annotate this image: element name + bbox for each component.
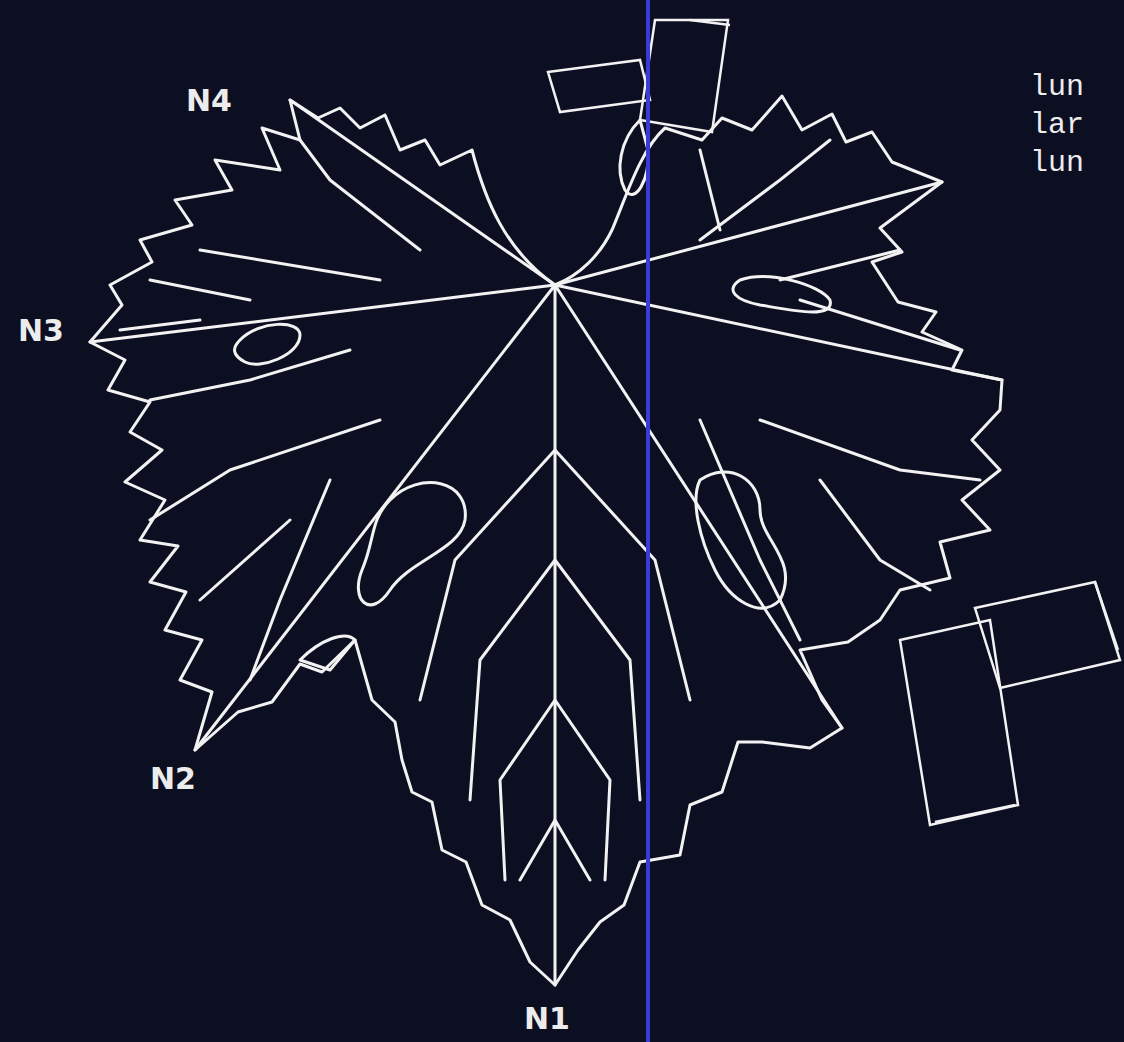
vertex-label: N3 [18, 316, 64, 346]
axis-line [646, 0, 650, 1042]
vertex-label: N4 [186, 86, 232, 116]
note-text: lun [1030, 148, 1084, 178]
vertex-label: N2 [150, 764, 196, 794]
measure-box [548, 20, 1120, 825]
note-text: lar [1030, 110, 1084, 140]
leaf-outline [90, 96, 1002, 985]
vertex-label: N1 [524, 1004, 570, 1034]
note-text: lun [1030, 72, 1084, 102]
